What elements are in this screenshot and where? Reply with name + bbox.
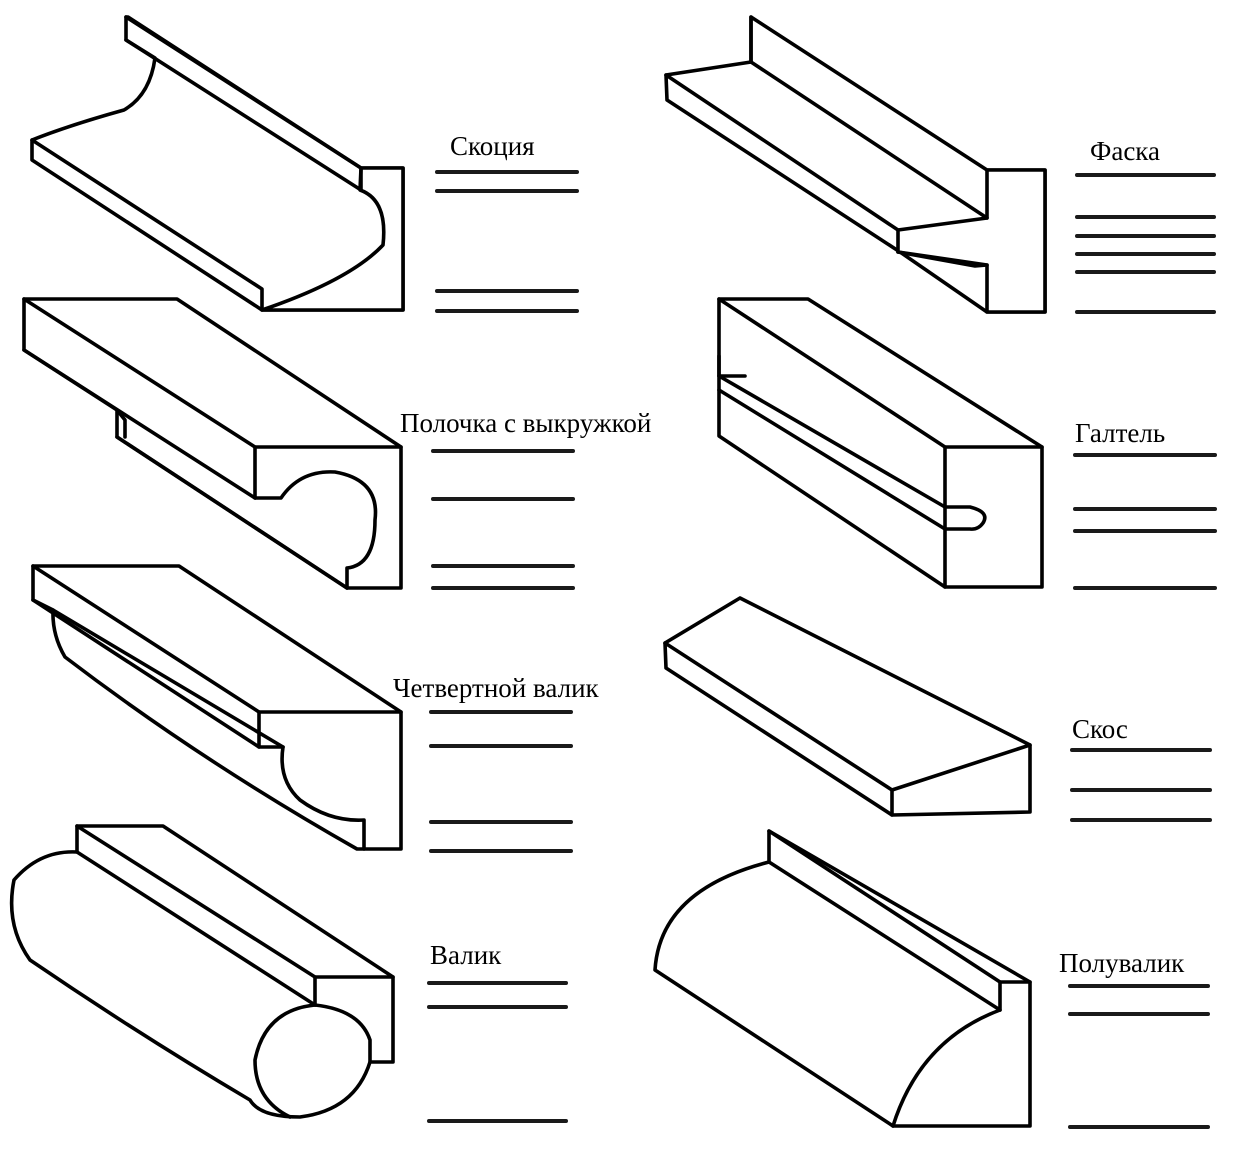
label-skotsiya: Скоция — [450, 131, 535, 161]
label-chetvertnoy: Четвертной валик — [393, 673, 600, 703]
polochka-profile — [22, 297, 403, 590]
answer-lines-chetvertnoy — [429, 710, 573, 853]
galtel-profile — [717, 297, 1044, 589]
answer-lines-galtel — [1073, 453, 1217, 590]
skotsiya-profile — [30, 15, 405, 312]
answer-lines-poluvalik — [1068, 984, 1210, 1129]
label-valik: Валик — [430, 940, 502, 970]
answer-lines-skotsiya — [435, 170, 579, 313]
label-galtel: Галтель — [1075, 418, 1165, 448]
answer-lines-skos — [1070, 748, 1212, 822]
faska-profile — [664, 15, 1047, 314]
label-skos: Скос — [1072, 714, 1128, 744]
answer-lines-faska — [1075, 173, 1216, 314]
label-poluvalik: Полувалик — [1059, 948, 1185, 978]
answer-lines-polochka — [431, 449, 575, 590]
valik-profile — [9, 824, 395, 1119]
label-polochka: Полочка с выкружкой — [400, 408, 651, 438]
poluvalik-profile — [653, 829, 1032, 1128]
label-faska: Фаска — [1090, 136, 1160, 166]
answer-lines-valik — [427, 981, 568, 1123]
skos-profile — [663, 596, 1032, 817]
chetvertnoy-profile — [31, 564, 403, 851]
